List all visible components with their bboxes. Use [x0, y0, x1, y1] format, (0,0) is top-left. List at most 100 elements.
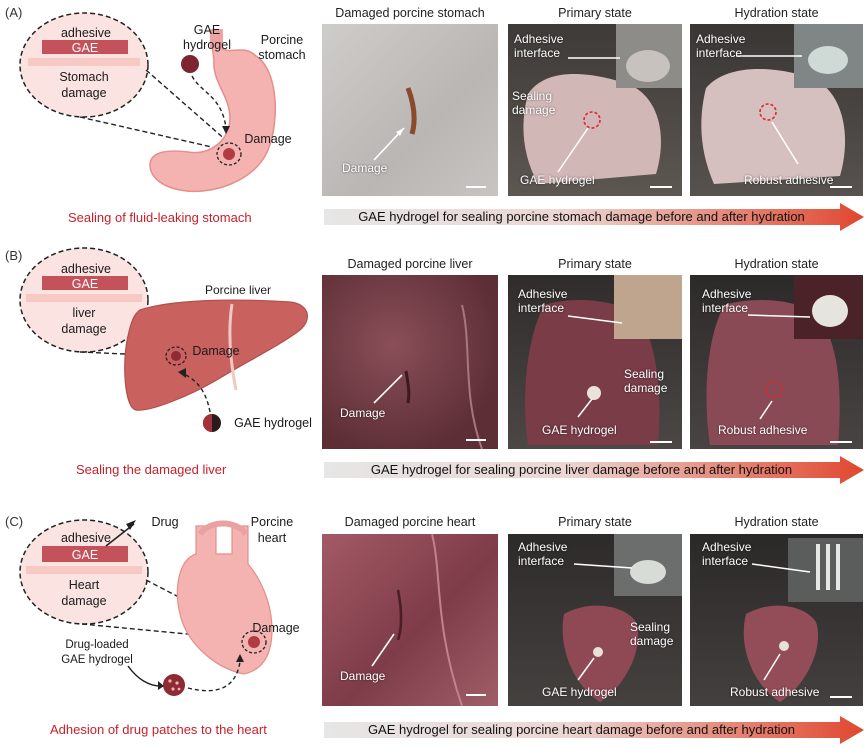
bubble-label-adhesive: adhesive: [60, 531, 112, 545]
hydrogel-label: GAE hydrogel: [234, 416, 312, 430]
ann-interface-2: interface: [514, 46, 561, 60]
panel-c: (C) adhesive GAE Heart damage Drug Porci…: [0, 490, 865, 747]
gae-hydrogel-dot: [181, 55, 199, 73]
ann-sealing-2: damage: [512, 103, 556, 117]
ann-interface-2: interface: [702, 301, 749, 315]
organ-label-2: heart: [257, 531, 287, 545]
bubble-label-gae: GAE: [71, 41, 99, 55]
ann-interface-1: Adhesive: [702, 540, 752, 554]
ann-damage: Damage: [342, 161, 388, 175]
photo-damaged: Damage: [322, 534, 498, 706]
gae-band: [42, 40, 128, 54]
hydrogel-label-2: GAE hydrogel: [61, 654, 133, 666]
ann-robust: Robust adhesive: [744, 173, 834, 187]
photo-damaged: Damage: [322, 275, 498, 449]
ann-interface-1: Adhesive: [518, 287, 568, 301]
photo-hydration: Adhesive interface Robust adhesive: [690, 275, 863, 449]
banner-text: GAE hydrogel for sealing porcine stomach…: [358, 209, 805, 224]
ann-interface-2: interface: [518, 554, 565, 568]
organ-label-1: Porcine: [260, 33, 304, 47]
organ-label-1: Porcine: [250, 515, 294, 529]
scale-bar: [830, 696, 852, 698]
scale-bar: [466, 694, 486, 696]
bubble-label-adhesive: adhesive: [60, 26, 112, 40]
bubble-label-gae: GAE: [71, 277, 99, 291]
bubble-label-liver: liver: [72, 306, 96, 320]
damage-label: Damage: [192, 344, 240, 358]
photo-title-primary: Primary state: [558, 515, 632, 529]
ann-interface-1: Adhesive: [696, 32, 746, 46]
hydrogel-label-1: Drug-loaded: [65, 639, 129, 651]
ann-sealing-1: Sealing: [630, 620, 671, 634]
damage-label: Damage: [244, 132, 292, 146]
scale-bar: [466, 186, 486, 188]
liver-schematic: [19, 247, 308, 432]
photo-primary: Adhesive interface Sealing damage GAE hy…: [508, 534, 682, 706]
ann-interface-2: interface: [696, 46, 743, 60]
bubble-label-damage: damage: [61, 86, 107, 100]
ann-sealing-2: damage: [624, 381, 668, 395]
photo-title-damaged: Damaged porcine liver: [347, 257, 473, 271]
heart-organ: [176, 525, 273, 675]
photo-title-hydration: Hydration state: [734, 6, 819, 20]
photo-title-primary: Primary state: [558, 257, 632, 271]
panel-letter-a: (A): [5, 5, 23, 20]
ann-interface-2: interface: [518, 301, 565, 315]
ann-interface-1: Adhesive: [518, 540, 568, 554]
panel-caption: Sealing the damaged liver: [76, 462, 227, 477]
panel-a: (A) adhesive GAE Stomach damage GAE hydr…: [0, 0, 865, 240]
ann-damage: Damage: [340, 669, 386, 683]
photo-hydration: Adhesive interface Robust adhesive: [690, 534, 863, 706]
ann-sealing-2: damage: [630, 634, 674, 648]
banner-arrow: GAE hydrogel for sealing porcine heart d…: [324, 716, 865, 744]
organ-label-2: stomach: [258, 48, 306, 62]
ann-gel: GAE hydrogel: [542, 423, 617, 437]
bubble-label-damage: damage: [61, 594, 107, 608]
hydrogel-label-2: hydrogel: [183, 38, 231, 52]
bubble-label-adhesive: adhesive: [60, 262, 112, 276]
panel-letter-c: (C): [5, 514, 24, 529]
organ-label: Porcine liver: [204, 283, 272, 297]
scale-bar: [466, 439, 486, 441]
banner-arrow: GAE hydrogel for sealing porcine stomach…: [324, 203, 865, 231]
hydrogel-label-1: GAE: [193, 23, 221, 37]
stomach-schematic: [19, 12, 276, 193]
bubble-label-gae: GAE: [71, 548, 99, 562]
scale-bar: [650, 441, 672, 443]
ann-sealing-1: Sealing: [624, 367, 665, 381]
ann-interface-2: interface: [702, 554, 749, 568]
ann-gel: GAE hydrogel: [520, 173, 595, 187]
banner-arrow: GAE hydrogel for sealing porcine liver d…: [324, 456, 865, 484]
ann-interface-1: Adhesive: [514, 32, 564, 46]
scale-bar: [830, 441, 852, 443]
photo-title-hydration: Hydration state: [734, 515, 819, 529]
heart-schematic: [19, 519, 273, 696]
banner-text: GAE hydrogel for sealing porcine liver d…: [370, 462, 793, 477]
scale-bar: [830, 186, 852, 188]
ann-sealing-1: Sealing: [512, 89, 553, 103]
liver-organ: [124, 299, 308, 411]
ann-interface-1: Adhesive: [702, 287, 752, 301]
stomach-organ: [149, 29, 276, 193]
photo-primary: Adhesive interface Sealing damage GAE hy…: [508, 24, 682, 196]
panel-b: (B) adhesive GAE liver damage Porcine li…: [0, 240, 865, 490]
banner-text: GAE hydrogel for sealing porcine heart d…: [367, 722, 796, 737]
photo-hydration: Adhesive interface Robust adhesive: [690, 24, 863, 196]
ann-damage: Damage: [340, 406, 386, 420]
bubble-label-stomach: Stomach: [59, 70, 109, 84]
bubble-label-heart: Heart: [68, 578, 100, 592]
photo-title-primary: Primary state: [558, 6, 632, 20]
photo-damaged: Damage: [322, 24, 498, 196]
ann-gel: GAE hydrogel: [542, 685, 617, 699]
damage-label: Damage: [252, 621, 300, 635]
photo-title-hydration: Hydration state: [734, 257, 819, 271]
bubble-label-damage: damage: [61, 322, 107, 336]
panel-caption: Sealing of fluid-leaking stomach: [68, 210, 252, 225]
ann-robust: Robust adhesive: [718, 423, 808, 437]
photo-title-damaged: Damaged porcine stomach: [335, 6, 485, 20]
panel-caption: Adhesion of drug patches to the heart: [50, 722, 267, 737]
photo-title-damaged: Damaged porcine heart: [344, 515, 476, 529]
panel-letter-b: (B): [5, 248, 23, 263]
drug-label: Drug: [151, 515, 179, 529]
scale-bar: [650, 186, 672, 188]
